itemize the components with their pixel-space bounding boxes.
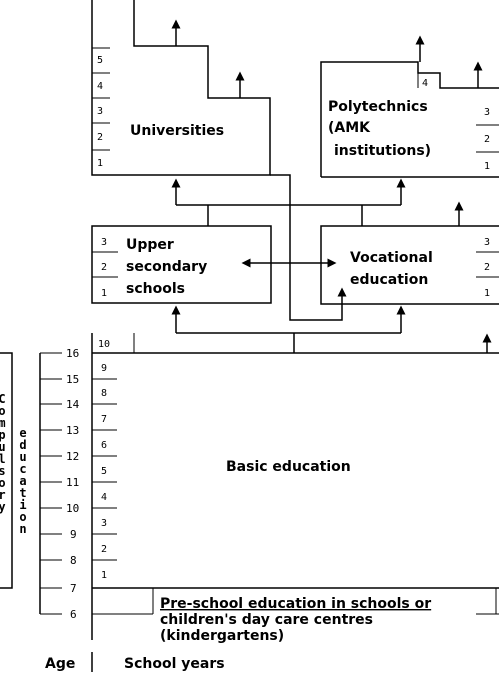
poly-year-4: 4: [422, 78, 428, 89]
universities-label: Universities: [130, 123, 224, 139]
higher-ed-connectors: [171, 178, 464, 226]
poly-year-3: 3: [484, 107, 490, 118]
compulsory-bracket: [0, 352, 13, 589]
basic-year-9: 9: [101, 363, 107, 374]
uni-year-2: 2: [97, 132, 103, 143]
voc-year-1: 1: [484, 288, 490, 299]
polytechnics-label-line3: institutions): [334, 143, 431, 159]
basic-to-secondary-connectors: [171, 305, 492, 353]
basic-year-6: 6: [101, 440, 107, 451]
basic-year-10: 10: [98, 339, 110, 350]
basic-year-7: 7: [101, 414, 107, 425]
age-scale: 16 15 14 13 12 11 10 9 8 7 6: [39, 347, 80, 621]
polytechnics-block: 4 3 2 1 Polytechnics (AMK institutions): [320, 35, 499, 178]
age-6: 6: [70, 608, 77, 621]
upper-secondary-label-line2: secondary: [126, 259, 207, 275]
voc-year-2: 2: [484, 262, 490, 273]
uni-year-5: 5: [97, 55, 103, 66]
age-12: 12: [66, 450, 79, 463]
age-9: 9: [70, 528, 77, 541]
age-11: 11: [66, 476, 79, 489]
basic-year-8: 8: [101, 388, 107, 399]
age-8: 8: [70, 554, 77, 567]
basic-education-label: Basic education: [226, 459, 351, 475]
compulsory-label: Compulsory: [0, 392, 9, 514]
age-10: 10: [66, 502, 79, 515]
age-15: 15: [66, 373, 79, 386]
age-axis-label: Age: [45, 656, 75, 672]
basic-year-3: 3: [101, 518, 107, 529]
preschool-label-line2: children's day care centres: [160, 612, 373, 628]
preschool-label-line1: Pre-school education in schools or: [160, 596, 431, 612]
polytechnics-label-line2: (AMK: [328, 120, 371, 136]
cross-link-line: [270, 174, 347, 321]
upper-year-2: 2: [101, 262, 107, 273]
upper-year-3: 3: [101, 237, 107, 248]
age-7: 7: [70, 582, 77, 595]
vocational-label-line2: education: [350, 272, 428, 288]
vocational-block: 3 2 1 Vocational education: [320, 225, 499, 305]
voc-year-3: 3: [484, 237, 490, 248]
universities-block: 5 4 3 2 1 Universities: [91, 0, 271, 176]
age-13: 13: [66, 424, 79, 437]
vocational-label-line1: Vocational: [350, 250, 433, 266]
basic-year-1: 1: [101, 570, 107, 581]
upper-secondary-block: 3 2 1 Upper secondary schools: [91, 225, 272, 304]
upper-year-1: 1: [101, 288, 107, 299]
uni-year-3: 3: [97, 106, 103, 117]
age-14: 14: [66, 398, 80, 411]
poly-year-2: 2: [484, 134, 490, 145]
education-label: education: [16, 426, 30, 534]
preschool-block: Pre-school education in schools or child…: [92, 588, 499, 644]
uni-year-4: 4: [97, 81, 103, 92]
upper-secondary-label-line3: schools: [126, 281, 185, 297]
polytechnics-label-line1: Polytechnics: [328, 99, 428, 115]
school-years-axis-label: School years: [124, 656, 225, 672]
preschool-label-line3: (kindergartens): [160, 628, 284, 644]
uni-year-1: 1: [97, 158, 103, 169]
poly-year-1: 1: [484, 161, 490, 172]
age-16: 16: [66, 347, 79, 360]
basic-year-2: 2: [101, 544, 107, 555]
basic-education-block: 10 9 8 7 6 5 4 3 2 1 Basic education: [91, 333, 499, 640]
basic-year-4: 4: [101, 492, 107, 503]
basic-year-5: 5: [101, 466, 107, 477]
upper-secondary-label-line1: Upper: [126, 237, 174, 253]
universities-outline: [91, 0, 271, 176]
